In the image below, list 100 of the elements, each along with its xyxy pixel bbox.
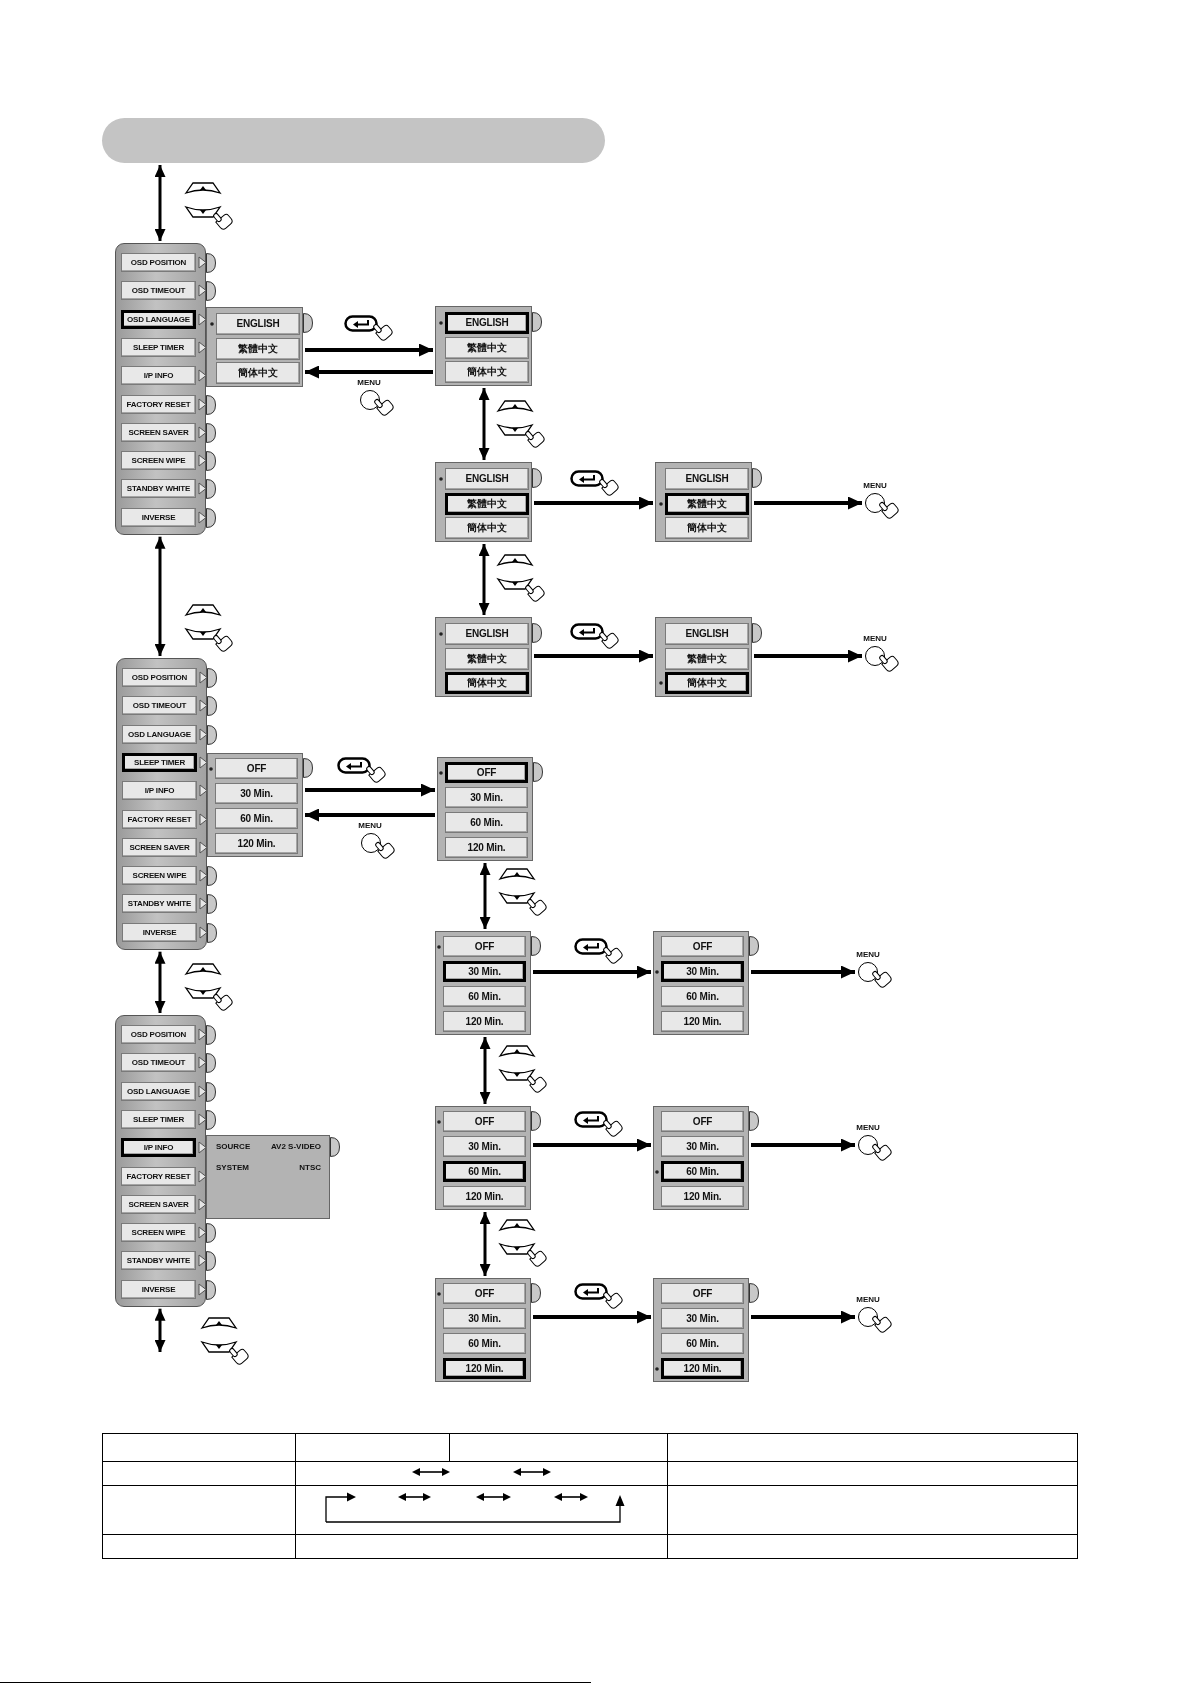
- highlighted-option-item: 120 Min.: [443, 1358, 526, 1379]
- menu-item: OSD POSITION: [121, 1025, 196, 1044]
- option-item: 120 Min.: [445, 837, 528, 858]
- menu-item: I/P INFO: [121, 366, 196, 386]
- arrow: [305, 808, 435, 822]
- arrow: [751, 1310, 855, 1324]
- highlighted-option-item: 簡体中文: [445, 672, 529, 694]
- arrow: [305, 365, 433, 379]
- menu-item: OSD LANGUAGE: [121, 1081, 196, 1101]
- button-caption: MENU: [862, 481, 888, 491]
- arrow: [305, 783, 435, 797]
- option-item: ENGLISH: [665, 623, 749, 645]
- option-item: OFF: [661, 1283, 744, 1304]
- option-item: 120 Min.: [661, 1186, 744, 1207]
- edge-label: MENU: [357, 821, 383, 831]
- option-item: 120 Min.: [661, 1011, 744, 1032]
- menu-item: OSD POSITION: [122, 668, 197, 687]
- info-value: AV2 S-VIDEO: [270, 1142, 321, 1151]
- double-arrow: [478, 544, 490, 615]
- option-item: 繁體中文: [445, 336, 529, 359]
- arrow: [751, 965, 855, 979]
- double-arrow: [154, 1308, 166, 1352]
- arrow: [533, 965, 651, 979]
- double-arrow: [479, 1212, 491, 1276]
- option-item: OFF: [661, 1111, 744, 1132]
- option-item: 60 Min.: [443, 986, 526, 1007]
- option-item: 繁體中文: [216, 337, 300, 360]
- menu-item: INVERSE: [122, 922, 197, 942]
- menu-item: SLEEP TIMER: [121, 337, 196, 357]
- arrow: [751, 1138, 855, 1152]
- double-arrow: [479, 863, 491, 929]
- option-item: 繁體中文: [445, 647, 529, 670]
- highlighted-option-item: 繁體中文: [445, 492, 529, 515]
- option-item: 120 Min.: [215, 833, 298, 854]
- highlighted-option-item: 60 Min.: [443, 1161, 526, 1182]
- arrow: [533, 1138, 651, 1152]
- arrow: [533, 1310, 651, 1324]
- option-item: OFF: [443, 1111, 526, 1132]
- button-caption: MENU: [855, 1295, 881, 1305]
- highlighted-option-item: 30 Min.: [443, 961, 526, 982]
- option-item: OFF: [443, 936, 526, 957]
- menu-item: INVERSE: [121, 507, 196, 527]
- option-item: 60 Min.: [443, 1333, 526, 1354]
- option-item: 30 Min.: [661, 1308, 744, 1329]
- menu-item: FACTORY RESET: [122, 809, 197, 829]
- button-caption: MENU: [855, 950, 881, 960]
- option-item: 簡体中文: [445, 361, 529, 383]
- edge-label: MENU: [356, 378, 382, 388]
- highlighted-menu-item: OSD LANGUAGE: [121, 309, 196, 329]
- option-item: OFF: [443, 1283, 526, 1304]
- menu-item: SCREEN SAVER: [122, 837, 197, 857]
- menu-item: SCREEN WIPE: [121, 1223, 196, 1243]
- double-arrow: [154, 165, 166, 241]
- menu-item: SCREEN WIPE: [121, 451, 196, 471]
- highlighted-option-item: 30 Min.: [661, 961, 744, 982]
- menu-item: INVERSE: [121, 1279, 196, 1299]
- menu-item: SCREEN SAVER: [121, 422, 196, 442]
- menu-item: I/P INFO: [122, 781, 197, 801]
- info-label: SOURCE: [216, 1142, 251, 1151]
- highlighted-menu-item: SLEEP TIMER: [122, 752, 197, 772]
- option-item: 60 Min.: [661, 1333, 744, 1354]
- option-item: ENGLISH: [216, 313, 300, 335]
- menu-item: OSD TIMEOUT: [122, 696, 197, 716]
- double-arrow: [478, 388, 490, 460]
- highlighted-menu-item: I/P INFO: [121, 1138, 196, 1158]
- option-item: 30 Min.: [443, 1308, 526, 1329]
- arrow: [305, 343, 433, 357]
- highlighted-option-item: 繁體中文: [665, 492, 749, 515]
- option-item: 30 Min.: [661, 1136, 744, 1157]
- option-item: 30 Min.: [445, 787, 528, 808]
- option-item: 簡体中文: [445, 517, 529, 539]
- arrow: [754, 496, 862, 510]
- highlighted-option-item: ENGLISH: [445, 312, 529, 334]
- menu-item: SCREEN WIPE: [122, 866, 197, 886]
- title-band: [102, 118, 605, 163]
- menu-item: OSD POSITION: [121, 253, 196, 272]
- menu-item: OSD TIMEOUT: [121, 1053, 196, 1073]
- arrow: [534, 496, 653, 510]
- option-item: 30 Min.: [215, 783, 298, 804]
- info-value: NTSC: [299, 1163, 321, 1172]
- menu-item: STANDBY WHITE: [121, 1251, 196, 1271]
- option-item: 繁體中文: [665, 647, 749, 670]
- option-item: ENGLISH: [445, 623, 529, 645]
- option-item: ENGLISH: [665, 468, 749, 490]
- highlighted-option-item: 120 Min.: [661, 1358, 744, 1379]
- info-label: SYSTEM: [216, 1163, 249, 1172]
- arrow: [754, 649, 862, 663]
- double-arrow: [154, 951, 166, 1013]
- option-item: 簡体中文: [665, 517, 749, 539]
- option-item: 簡体中文: [216, 362, 300, 384]
- menu-item: STANDBY WHITE: [122, 894, 197, 914]
- menu-item: STANDBY WHITE: [121, 479, 196, 499]
- option-item: 120 Min.: [443, 1186, 526, 1207]
- option-item: 60 Min.: [661, 986, 744, 1007]
- button-caption: MENU: [862, 634, 888, 644]
- highlighted-option-item: OFF: [445, 762, 528, 783]
- option-item: 120 Min.: [443, 1011, 526, 1032]
- highlighted-option-item: 60 Min.: [661, 1161, 744, 1182]
- menu-item: SLEEP TIMER: [121, 1109, 196, 1129]
- menu-item: SCREEN SAVER: [121, 1194, 196, 1214]
